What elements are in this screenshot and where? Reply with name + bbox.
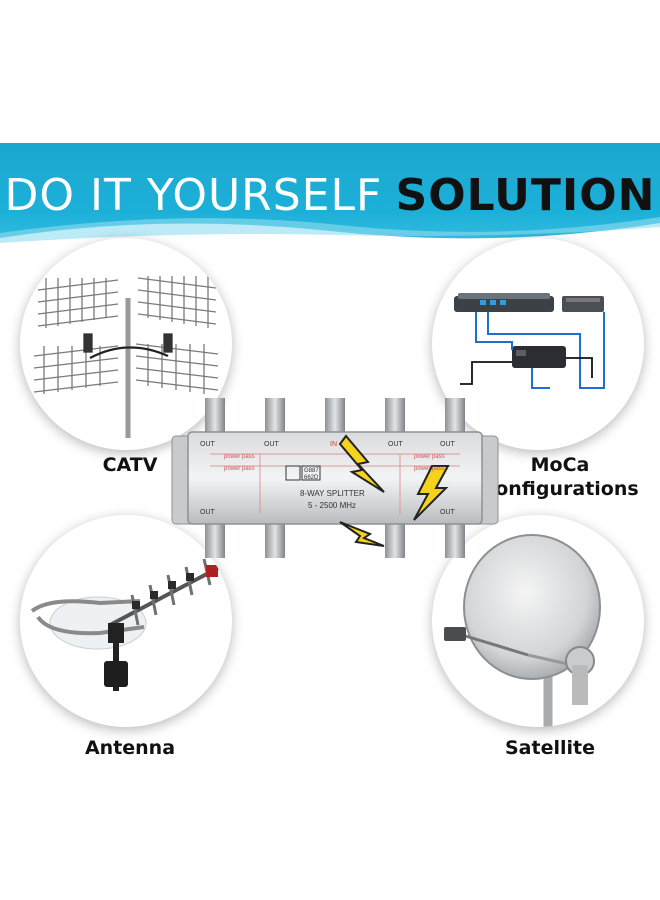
banner-title-bold: SOLUTION bbox=[395, 170, 656, 221]
moca-label: MoCa Configurations bbox=[470, 453, 650, 501]
splitter-device: OUT OUT IN OUT OUT OUT OUT power pass po… bbox=[170, 396, 500, 566]
rotating-antenna-icon bbox=[30, 558, 221, 691]
pass-label-4: power pass bbox=[414, 466, 445, 472]
splitter-range: 5 - 2500 MHz bbox=[308, 501, 356, 510]
catv-label: CATV bbox=[102, 454, 158, 476]
top-ports bbox=[205, 398, 465, 438]
banner-title-light: DO IT YOURSELF bbox=[4, 170, 383, 221]
catv-circle bbox=[20, 238, 232, 450]
splitter-name: 8-WAY SPLITTER bbox=[300, 489, 365, 498]
pass-label-2: power pass bbox=[224, 466, 255, 472]
port-label-out-4: OUT bbox=[440, 441, 456, 448]
model-code-a: G887 bbox=[304, 468, 319, 474]
antenna-circle bbox=[20, 515, 232, 727]
network-devices-icon bbox=[454, 293, 605, 389]
model-code-b: 662D bbox=[304, 475, 319, 481]
yagi-antenna-icon bbox=[33, 276, 219, 438]
moca-label-line1: MoCa bbox=[530, 454, 590, 476]
satellite-label: Satellite bbox=[505, 737, 595, 759]
port-label-out-2: OUT bbox=[264, 441, 280, 448]
port-label-in: IN bbox=[330, 441, 337, 448]
pass-label-3: power pass bbox=[414, 454, 445, 460]
banner-title: DO IT YOURSELF SOLUTION bbox=[0, 161, 660, 231]
satellite-circle bbox=[432, 515, 644, 727]
splitter-illustration: OUT OUT IN OUT OUT OUT OUT power pass po… bbox=[171, 398, 499, 558]
satellite-dish-icon bbox=[444, 534, 601, 727]
moca-label-line2: Configurations bbox=[481, 478, 639, 500]
port-label-out-1: OUT bbox=[200, 441, 216, 448]
bottom-ports bbox=[205, 522, 465, 558]
port-label-out-5: OUT bbox=[200, 509, 216, 516]
pass-label-1: power pass bbox=[224, 454, 255, 460]
antenna-label: Antenna bbox=[84, 737, 176, 759]
port-label-out-6: OUT bbox=[440, 509, 456, 516]
moca-circle bbox=[432, 238, 644, 450]
port-label-out-3: OUT bbox=[388, 441, 404, 448]
